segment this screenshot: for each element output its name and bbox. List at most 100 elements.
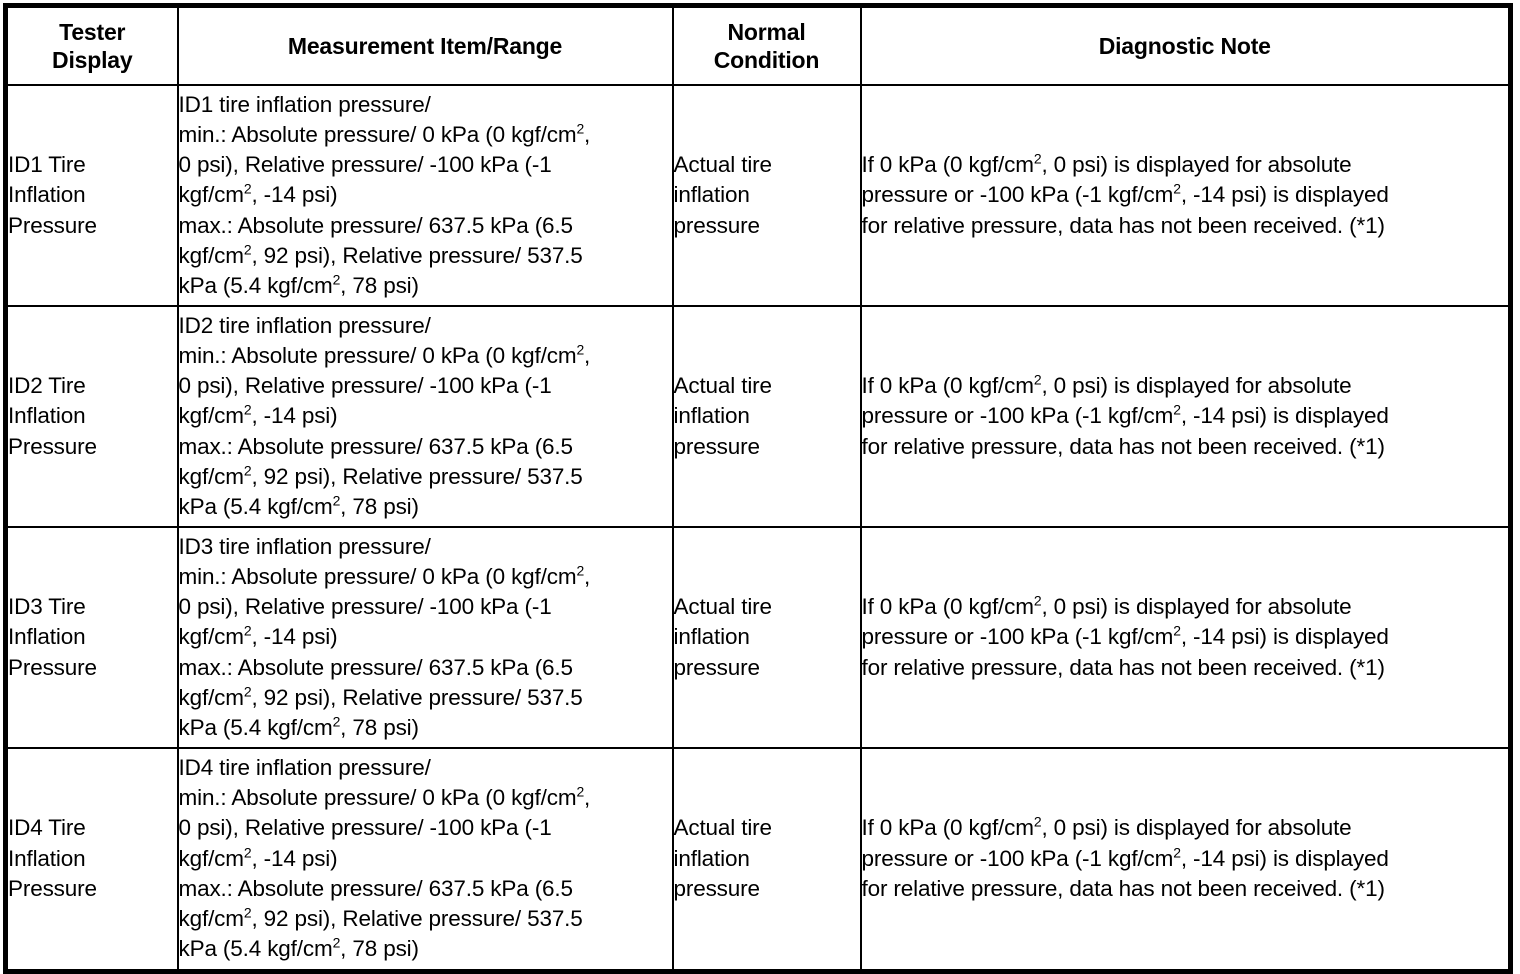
measurement-line-6b: , 92 psi), Relative pressure/ 537.5 [251, 684, 583, 710]
note-line-1b: , 0 psi) is displayed for absolute [1041, 815, 1352, 841]
superscript-2: 2 [1173, 622, 1181, 639]
cell-normal-condition: Actual tire inflation pressure [671, 747, 862, 972]
cell-diagnostic-note: If 0 kPa (0 kgf/cm2, 0 psi) is displayed… [859, 305, 1512, 528]
measurement-line-2a: min.: Absolute pressure/ 0 kPa (0 kgf/cm [178, 121, 577, 147]
superscript-2: 2 [576, 562, 585, 579]
note-line-2a: pressure or -100 kPa (-1 kgf/cm [861, 624, 1174, 650]
note-line-3: for relative pressure, data has not been… [861, 875, 1385, 901]
superscript-2: 2 [1173, 180, 1181, 197]
column-header-normal-condition: Normal Condition [671, 4, 862, 86]
superscript-2: 2 [576, 783, 585, 800]
cell-tester-display: ID2 Tire Inflation Pressure [4, 305, 179, 528]
note-line-1b: , 0 psi) is displayed for absolute [1041, 594, 1352, 620]
note-line-2b: , -14 psi) is displayed [1180, 182, 1389, 208]
cell-measurement-item-range: ID3 tire inflation pressure/min.: Absolu… [176, 526, 674, 749]
measurement-line-6a: kgf/cm [178, 906, 245, 932]
note-line-2a: pressure or -100 kPa (-1 kgf/cm [861, 182, 1174, 208]
note-line-3: for relative pressure, data has not been… [861, 654, 1385, 680]
note-line-1a: If 0 kPa (0 kgf/cm [861, 152, 1035, 178]
superscript-2: 2 [332, 934, 341, 951]
measurement-line-5: max.: Absolute pressure/ 637.5 kPa (6.5 [178, 654, 574, 680]
measurement-line-6b: , 92 psi), Relative pressure/ 537.5 [251, 242, 583, 268]
table-header-row: Tester Display Measurement Item/Range No… [4, 4, 1512, 86]
superscript-2: 2 [332, 492, 341, 509]
measurement-line-7b: , 78 psi) [340, 715, 419, 741]
measurement-line-1: ID4 tire inflation pressure/ [178, 754, 431, 780]
note-line-3: for relative pressure, data has not been… [861, 212, 1385, 238]
superscript-2: 2 [243, 844, 252, 861]
table-body: ID1 Tire Inflation Pressure ID1 tire inf… [4, 84, 1512, 972]
superscript-2: 2 [1173, 401, 1181, 418]
note-line-2a: pressure or -100 kPa (-1 kgf/cm [861, 403, 1174, 429]
measurement-line-3: 0 psi), Relative pressure/ -100 kPa (-1 [178, 373, 552, 399]
measurement-line-5: max.: Absolute pressure/ 637.5 kPa (6.5 [178, 875, 574, 901]
cell-tester-display: ID4 Tire Inflation Pressure [4, 747, 179, 972]
table-row: ID2 Tire Inflation Pressure ID2 tire inf… [4, 305, 1512, 528]
measurement-line-1: ID2 tire inflation pressure/ [178, 312, 431, 338]
measurement-line-7b: , 78 psi) [340, 494, 419, 520]
column-header-diagnostic-note: Diagnostic Note [859, 4, 1512, 86]
table-header: Tester Display Measurement Item/Range No… [4, 4, 1512, 86]
measurement-line-2a: min.: Absolute pressure/ 0 kPa (0 kgf/cm [178, 785, 577, 811]
note-line-2b: , -14 psi) is displayed [1180, 403, 1389, 429]
superscript-2: 2 [243, 180, 252, 197]
note-line-1a: If 0 kPa (0 kgf/cm [861, 373, 1035, 399]
superscript-2: 2 [1033, 592, 1042, 609]
measurement-line-7a: kPa (5.4 kgf/cm [178, 715, 333, 741]
note-line-1b: , 0 psi) is displayed for absolute [1041, 373, 1352, 399]
superscript-2: 2 [243, 401, 252, 418]
column-header-measurement-item-range: Measurement Item/Range [176, 4, 674, 86]
table-row: ID1 Tire Inflation Pressure ID1 tire inf… [4, 84, 1512, 307]
cell-normal-condition: Actual tire inflation pressure [671, 526, 862, 749]
column-header-normal-condition-label: Normal Condition [713, 18, 820, 73]
cell-diagnostic-note: If 0 kPa (0 kgf/cm2, 0 psi) is displayed… [859, 747, 1512, 972]
measurement-line-2b: , [584, 121, 591, 147]
superscript-2: 2 [243, 904, 252, 921]
measurement-line-2a: min.: Absolute pressure/ 0 kPa (0 kgf/cm [178, 563, 577, 589]
superscript-2: 2 [243, 622, 252, 639]
measurement-line-4a: kgf/cm [178, 182, 245, 208]
note-line-2a: pressure or -100 kPa (-1 kgf/cm [861, 845, 1174, 871]
measurement-line-6a: kgf/cm [178, 242, 245, 268]
superscript-2: 2 [243, 462, 252, 479]
measurement-line-3: 0 psi), Relative pressure/ -100 kPa (-1 [178, 815, 552, 841]
cell-diagnostic-note: If 0 kPa (0 kgf/cm 2 , 0 psi) is displayed… [859, 84, 1512, 307]
note-line-3: for relative pressure, data has not been… [861, 433, 1385, 459]
column-header-measurement-item-range-label: Measurement Item/Range [287, 32, 563, 59]
cell-tester-display: ID1 Tire Inflation Pressure [4, 84, 179, 307]
measurement-line-2b: , [584, 563, 591, 589]
measurement-line-4b: , -14 psi) [251, 845, 338, 871]
measurement-line-4a: kgf/cm [178, 845, 245, 871]
measurement-line-2b: , [584, 785, 591, 811]
measurement-line-3: 0 psi), Relative pressure/ -100 kPa (-1 [178, 594, 552, 620]
measurement-line-2b: , [584, 342, 591, 368]
table-row: ID4 Tire Inflation Pressure ID4 tire inf… [4, 747, 1512, 972]
superscript-2: 2 [332, 713, 341, 730]
note-line-1b: , 0 psi) is displayed for absolute [1041, 152, 1352, 178]
measurement-line-7b: , 78 psi) [340, 936, 419, 962]
column-header-tester-display: Tester Display [4, 4, 179, 86]
measurement-line-4b: , -14 psi) [251, 624, 338, 650]
measurement-line-1: ID1 tire inflation pressure/ [178, 91, 431, 117]
measurement-line-5: max.: Absolute pressure/ 637.5 kPa (6.5 [178, 433, 574, 459]
measurement-line-6b: , 92 psi), Relative pressure/ 537.5 [251, 463, 583, 489]
measurement-line-1: ID3 tire inflation pressure/ [178, 533, 431, 559]
cell-measurement-item-range: ID2 tire inflation pressure/min.: Absolu… [176, 305, 674, 528]
measurement-line-7a: kPa (5.4 kgf/cm [178, 494, 333, 520]
measurement-line-3: 0 psi), Relative pressure/ -100 kPa (-1 [178, 152, 552, 178]
cell-normal-condition: Actual tire inflation pressure [671, 84, 862, 307]
superscript-2: 2 [332, 271, 341, 288]
measurement-line-7a: kPa (5.4 kgf/cm [178, 273, 333, 299]
table-row: ID3 Tire Inflation Pressure ID3 tire inf… [4, 526, 1512, 749]
note-line-2b: , -14 psi) is displayed [1180, 624, 1389, 650]
tire-pressure-spec-table: Tester Display Measurement Item/Range No… [3, 3, 1513, 974]
superscript-2: 2 [1033, 813, 1042, 830]
measurement-line-4a: kgf/cm [178, 624, 245, 650]
superscript-2: 2 [243, 683, 252, 700]
measurement-line-5: max.: Absolute pressure/ 637.5 kPa (6.5 [178, 212, 574, 238]
column-header-tester-display-label: Tester Display [52, 18, 133, 73]
superscript-2: 2 [576, 341, 585, 358]
cell-measurement-item-range: ID1 tire inflation pressure/min.: Absolu… [176, 84, 674, 307]
superscript-2: 2 [1033, 371, 1042, 388]
